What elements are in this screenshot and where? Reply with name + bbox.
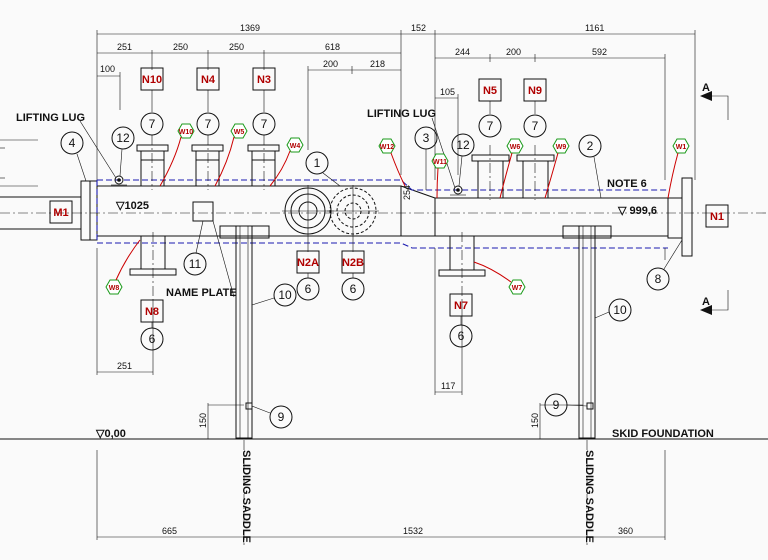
- balloon-6: 6: [350, 282, 357, 296]
- weld-tag-w7: W7: [512, 285, 523, 292]
- balloon-4: 4: [69, 136, 76, 150]
- dim-244: 244: [455, 47, 470, 57]
- dim-152: 152: [411, 23, 426, 33]
- balloon-10: 10: [278, 288, 292, 302]
- dim-218: 218: [370, 59, 385, 69]
- dim-250-b: 250: [229, 42, 244, 52]
- dim-360: 360: [618, 526, 633, 536]
- dim-105: 105: [440, 87, 455, 97]
- dim-200-right: 200: [506, 47, 521, 57]
- balloon-7: 7: [487, 119, 494, 133]
- balloon-6: 6: [458, 329, 465, 343]
- sliding-saddle-right-label: SLIDING SADDLE: [583, 450, 595, 543]
- dim-665: 665: [162, 526, 177, 536]
- lifting-lug-left-label: LIFTING LUG: [16, 112, 85, 124]
- balloon-6: 6: [305, 282, 312, 296]
- dim-250-a: 250: [173, 42, 188, 52]
- section-markers: A A: [700, 82, 729, 315]
- lifting-lugs: [79, 117, 466, 196]
- elevation-999-6: ▽ 999,6: [617, 205, 657, 217]
- balloon-7: 7: [205, 117, 212, 131]
- nozzle-tag-n5: N5: [483, 85, 497, 97]
- balloon-11: 11: [189, 257, 202, 271]
- dim-1532: 1532: [403, 526, 423, 536]
- dim-150-right: 150: [530, 413, 540, 428]
- dim-117: 117: [441, 381, 455, 391]
- balloon-9: 9: [278, 410, 285, 424]
- name-plate-label: NAME PLATE: [166, 287, 237, 299]
- weld-tags: W10 W5 W4 W12 W11 W6 W9 W1 W8 W7: [105, 123, 690, 295]
- nozzle-tag-m1: M1: [53, 207, 68, 219]
- bottom-nozzles: [129, 232, 486, 300]
- nozzle-tag-n9: N9: [528, 85, 542, 97]
- nozzle-tag-n7: N7: [454, 300, 468, 312]
- dim-100: 100: [100, 64, 115, 74]
- nozzle-tags: N10 N4 N3 N5 N9 M1 N1 N8 N2A N2B N7: [49, 67, 729, 328]
- nozzle-tag-n10: N10: [142, 74, 162, 86]
- nozzle-tag-n1: N1: [710, 211, 724, 223]
- skid-foundation-label: SKID FOUNDATION: [612, 428, 714, 440]
- weld-tag-w9: W9: [556, 144, 567, 151]
- dim-254: 254: [402, 185, 412, 200]
- dim-251-top: 251: [117, 42, 132, 52]
- weld-tag-w1: W1: [676, 144, 687, 151]
- insulation-outline: [96, 179, 668, 249]
- top-nozzles: [136, 135, 555, 200]
- note6-label: NOTE 6: [607, 178, 647, 190]
- name-plate: [192, 201, 235, 298]
- dim-618: 618: [325, 42, 340, 52]
- balloon-12: 12: [456, 138, 470, 152]
- nozzle-tag-n4: N4: [201, 74, 216, 86]
- weld-tag-w10: W10: [179, 129, 194, 136]
- balloon-7: 7: [149, 117, 156, 131]
- section-a-bottom: A: [702, 296, 710, 308]
- saddles: [219, 225, 612, 439]
- weld-tag-w6: W6: [510, 144, 521, 151]
- balloon-7: 7: [261, 117, 268, 131]
- elevation-zero: ▽0,00: [95, 428, 126, 440]
- top-dimensions: 1369 152 1161 251 250 250 618 100 200 21…: [96, 23, 696, 180]
- nozzle-tag-n2a: N2A: [297, 257, 319, 269]
- balloon-2: 2: [587, 139, 594, 153]
- nozzle-tag-n2b: N2B: [342, 257, 364, 269]
- balloon-6: 6: [149, 332, 156, 346]
- weld-tag-w4: W4: [290, 143, 301, 150]
- balloon-10: 10: [613, 303, 627, 317]
- dim-150-left: 150: [198, 413, 208, 428]
- balloon-7: 7: [532, 119, 539, 133]
- weld-tag-w5: W5: [234, 129, 245, 136]
- dim-592: 592: [592, 47, 607, 57]
- balloon-1: 1: [314, 156, 321, 170]
- dim-200-left: 200: [323, 59, 338, 69]
- balloon-12: 12: [116, 131, 130, 145]
- item-balloons: 7 7 7 7 7 12 12 4 1 3 2 8 11 10 10: [60, 112, 683, 429]
- dim-251-bottom: 251: [117, 361, 132, 371]
- labels: LIFTING LUG LIFTING LUG NAME PLATE NOTE …: [16, 108, 714, 543]
- balloon-3: 3: [423, 131, 430, 145]
- section-a-top: A: [702, 82, 710, 94]
- nozzle-tag-n8: N8: [145, 306, 159, 318]
- elevation-1025: ▽1025: [115, 200, 149, 212]
- weld-tag-w12: W12: [380, 144, 395, 151]
- side-nozzles: [282, 185, 379, 252]
- balloon-9: 9: [553, 398, 560, 412]
- weld-tag-w11: W11: [433, 159, 447, 166]
- nozzle-tag-n3: N3: [257, 74, 271, 86]
- dim-1161: 1161: [585, 23, 604, 33]
- dim-1369: 1369: [240, 23, 260, 33]
- lifting-lug-right-label: LIFTING LUG: [367, 108, 436, 120]
- weld-tag-w8: W8: [109, 285, 120, 292]
- sliding-saddle-left-label: SLIDING SADDLE: [240, 450, 252, 543]
- balloon-8: 8: [655, 272, 662, 286]
